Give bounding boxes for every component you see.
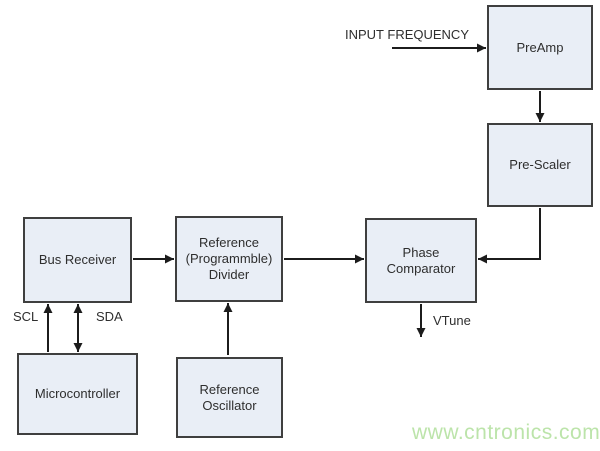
sda-label: SDA — [96, 309, 123, 324]
input-frequency-label: INPUT FREQUENCY — [345, 27, 469, 42]
prescaler-block: Pre-Scaler — [487, 123, 593, 207]
preamp-label: PreAmp — [516, 39, 564, 55]
vtune-label: VTune — [433, 313, 471, 328]
preamp-block: PreAmp — [487, 5, 593, 90]
phase-comparator-block: Phase Comparator — [365, 218, 477, 303]
scl-label: SCL — [13, 309, 39, 324]
phase-comparator-label: Phase Comparator — [386, 244, 456, 276]
microcontroller-block: Microcontroller — [17, 353, 138, 435]
reference-divider-block: Reference (Programmble) Divider — [175, 216, 283, 302]
microcontroller-label: Microcontroller — [34, 386, 121, 401]
bus-receiver-label: Bus Receiver — [38, 252, 117, 267]
watermark-text: www.cntronics.com — [412, 421, 600, 444]
bus-receiver-block: Bus Receiver — [23, 217, 132, 303]
reference-oscillator-label: Reference Oscillator — [199, 381, 260, 413]
wire-prescaler-to-phase-comparator — [478, 208, 541, 264]
reference-oscillator-block: Reference Oscillator — [176, 357, 283, 438]
reference-divider-label: Reference (Programmble) Divider — [185, 235, 273, 282]
prescaler-label: Pre-Scaler — [509, 157, 571, 172]
